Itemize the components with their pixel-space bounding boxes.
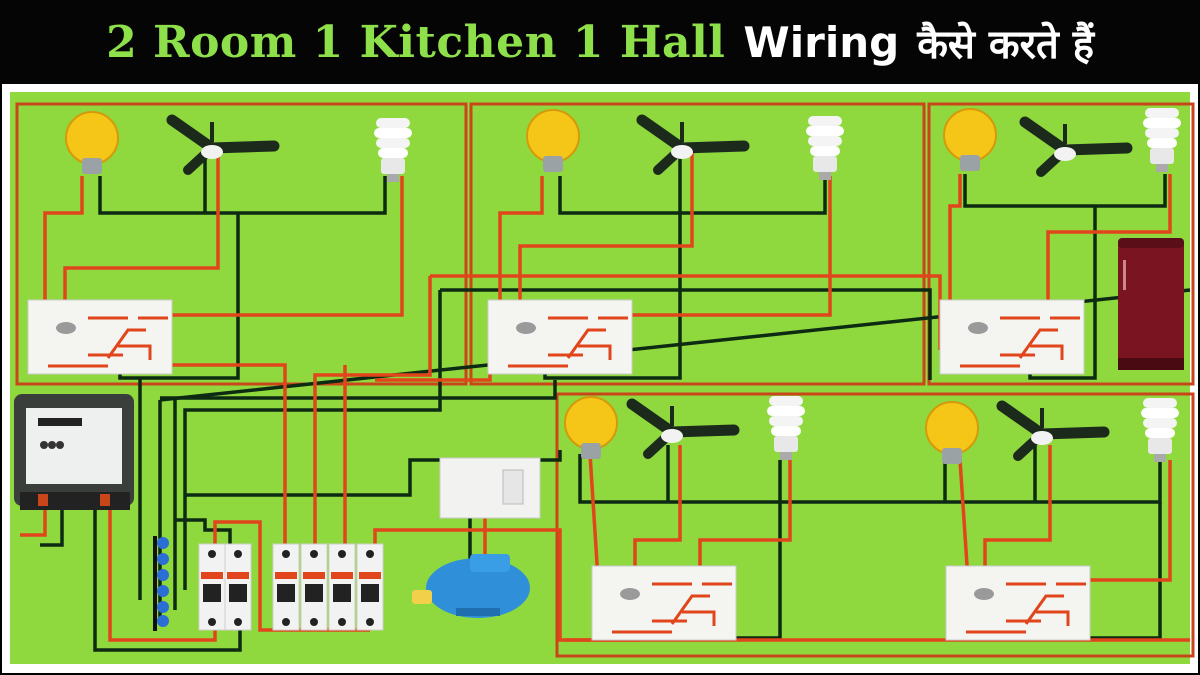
- room-1: [26, 111, 412, 376]
- title-hindi: कैसे करते हैं: [917, 21, 1094, 68]
- switchboard: [590, 564, 738, 642]
- cfl-lamp-icon: [1141, 398, 1179, 462]
- water-pump-motor-icon: [412, 554, 530, 618]
- ceiling-fan-icon: [1002, 406, 1104, 456]
- neutral-link-bar: [153, 536, 169, 631]
- energy-meter-icon: [14, 394, 134, 510]
- motor-switchboard: [439, 457, 541, 519]
- mcb-2: [300, 543, 328, 631]
- refrigerator-icon: [1118, 238, 1184, 370]
- room-2-border: [469, 102, 926, 386]
- bulb-icon: [564, 396, 618, 460]
- cfl-lamp-icon: [374, 118, 412, 182]
- switchboard: [26, 298, 174, 376]
- switchboard: [938, 298, 1086, 376]
- title-wiring: Wiring: [743, 17, 900, 67]
- branch-mcbs: [272, 543, 384, 631]
- mcb-1: [272, 543, 300, 631]
- ceiling-fan-icon: [632, 404, 734, 454]
- ceiling-fan-icon: [172, 120, 274, 170]
- bulb-icon: [925, 401, 979, 465]
- bulb-icon: [943, 108, 997, 172]
- mcb-3: [328, 543, 356, 631]
- kitchen-border: [927, 102, 1195, 386]
- main-mcb: [198, 543, 252, 631]
- bulb-icon: [526, 109, 580, 173]
- switchboard: [944, 564, 1092, 642]
- hall: [564, 396, 1179, 642]
- mcb-4: [356, 543, 384, 631]
- title-english: 2 Room 1 Kitchen 1 Hall: [106, 16, 726, 68]
- cfl-lamp-icon: [767, 396, 805, 460]
- ceiling-fan-icon: [1025, 122, 1127, 172]
- cfl-lamp-icon: [1143, 108, 1181, 172]
- kitchen: [938, 108, 1184, 376]
- hall-border: [555, 392, 1195, 658]
- room-1-border: [15, 102, 468, 386]
- room-borders: [15, 102, 1195, 658]
- switchboard: [486, 298, 634, 376]
- cfl-lamp-icon: [806, 116, 844, 180]
- bulb-icon: [65, 111, 119, 175]
- title-bar: 2 Room 1 Kitchen 1 Hall Wiring कैसे करते…: [0, 0, 1200, 84]
